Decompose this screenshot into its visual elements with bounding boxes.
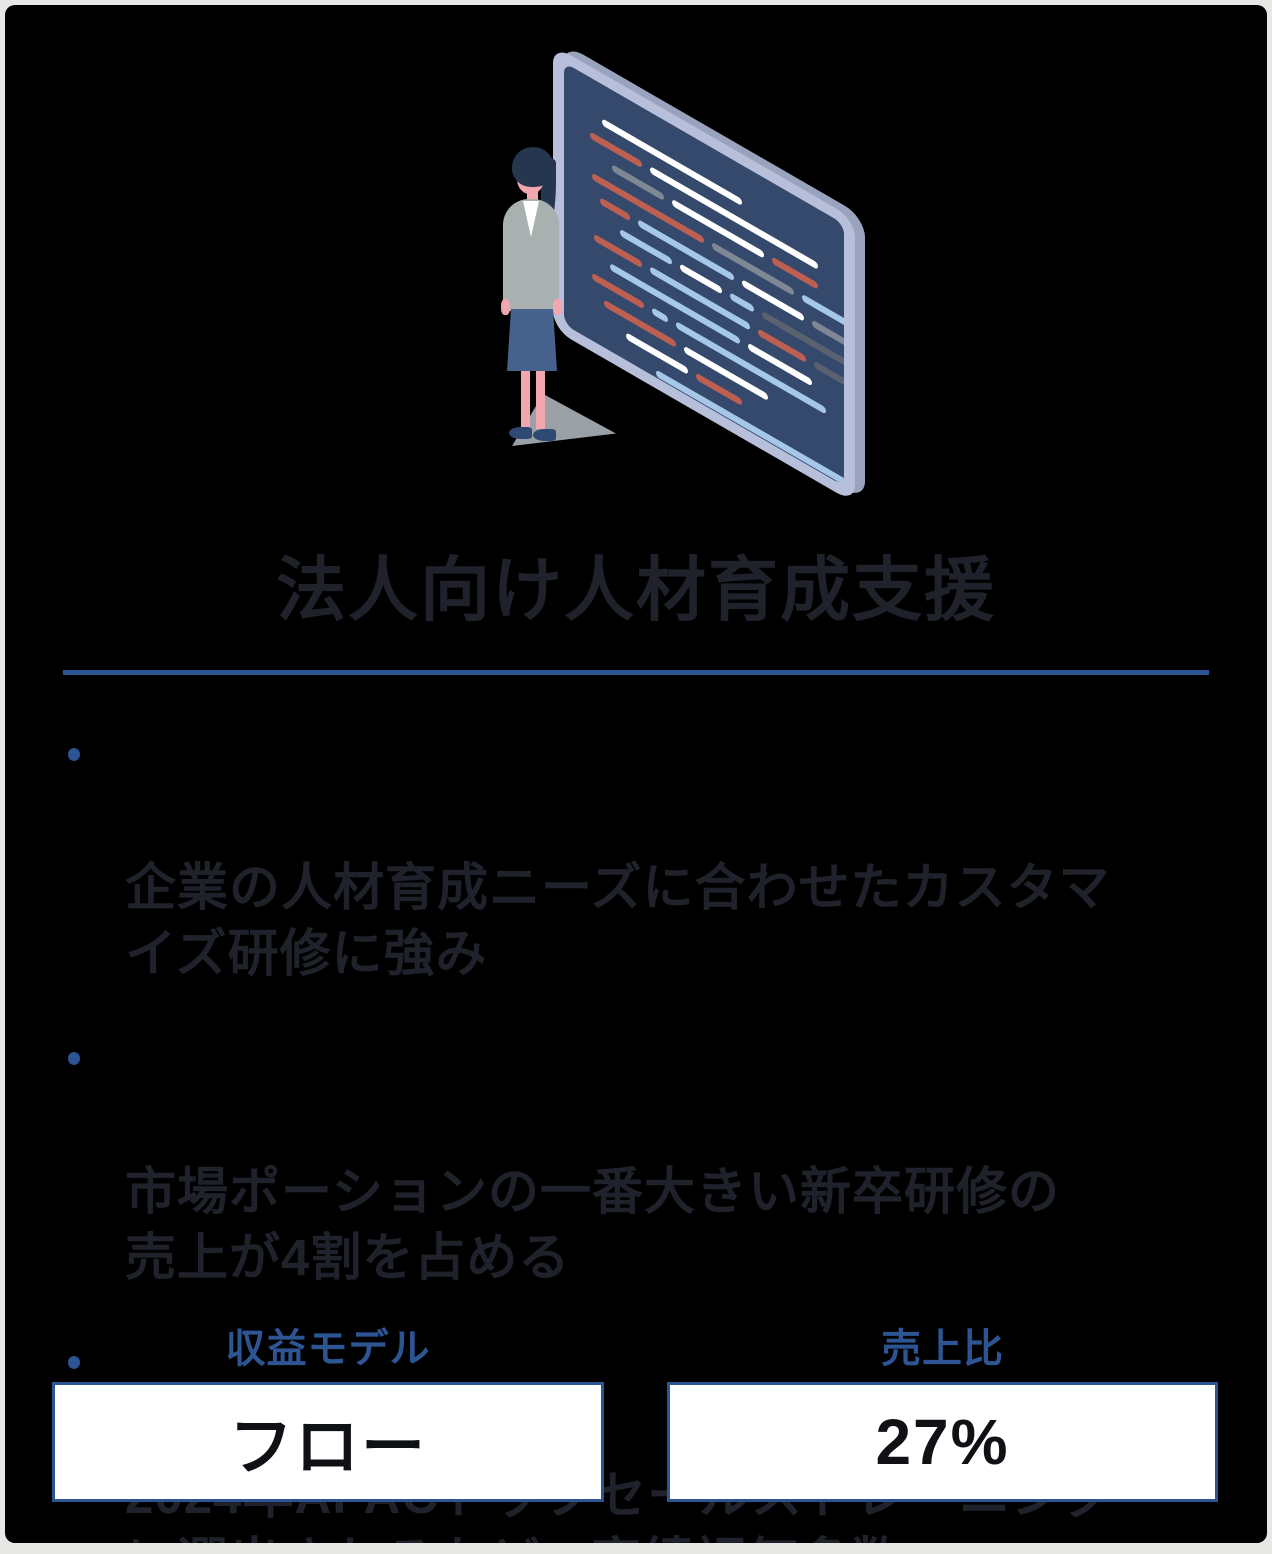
code-screen-illustration [500,37,900,517]
woman-presenter-illustration [500,147,616,457]
page-title: 法人向け人材育成支援 [276,551,996,629]
revenue-model-stat: 収益モデル フロー [52,1327,604,1502]
bullet-text: 企業の人材育成ニーズに合わせたカスタマ イズ研修に強み [125,859,1111,982]
segment-card: 法人向け人材育成支援 企業の人材育成ニーズに合わせたカスタマ イズ研修に強み 市… [5,5,1267,1543]
stat-label: 売上比 [881,1327,1004,1371]
person-hair [512,147,554,187]
person-hand [553,299,562,315]
person-leg [536,371,545,429]
stat-value-box: フロー [52,1382,604,1502]
person-shoe [533,429,556,441]
bullet-text: 市場ポーションの一番大きい新卒研修の 売上が4割を占める [125,1163,1060,1286]
bullet-item: 企業の人材育成ニーズに合わせたカスタマ イズ研修に強み [63,723,1213,987]
stat-value: フロー [229,1411,427,1483]
person-hand [501,299,510,315]
person-skirt [507,309,557,371]
stat-value-box: 27% [667,1382,1218,1502]
sales-ratio-stat: 売上比 27% [667,1327,1218,1502]
title-divider [63,670,1209,675]
person-shoe [509,427,532,439]
bullet-dot-icon [68,1052,80,1065]
bullet-item: 市場ポーションの一番大きい新卒研修の 売上が4割を占める [63,1027,1213,1291]
bullet-dot-icon [68,1356,80,1369]
bullet-dot-icon [68,748,80,761]
person-neck [527,191,538,203]
stat-label: 収益モデル [225,1327,431,1371]
person-leg [521,371,530,429]
stat-value: 27% [875,1406,1010,1478]
